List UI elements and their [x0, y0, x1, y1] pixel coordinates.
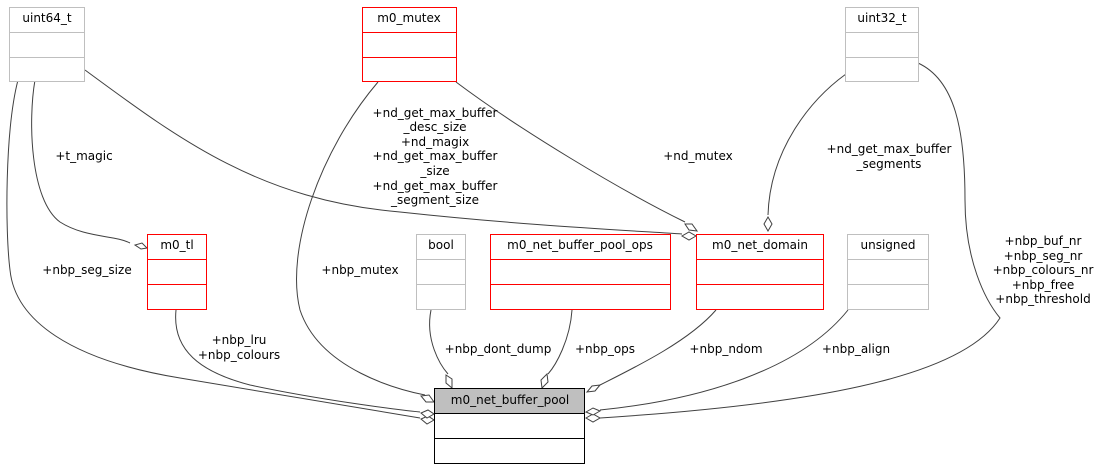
node-m0-mutex-title: m0_mutex [377, 11, 441, 25]
node-uint64-t: uint64_t [9, 7, 85, 82]
diamond-nbp-ndom [585, 384, 602, 393]
label-nbp-ndom: +nbp_ndom [689, 342, 762, 356]
label-nd-segments-1: +nd_get_max_buffer [827, 142, 952, 156]
label-nbp-threshold: +nbp_threshold [995, 292, 1090, 306]
label-nd-max-desc-1: +nd_get_max_buffer [373, 106, 498, 120]
node-m0-net-domain-title: m0_net_domain [712, 238, 808, 252]
label-nbp-mutex: +nbp_mutex [321, 263, 398, 277]
label-nd-max-size-1: +nd_get_max_buffer [373, 149, 498, 163]
label-nd-max-segsize-1: +nd_get_max_buffer [373, 179, 498, 193]
edge-nbp-ndom [599, 309, 717, 386]
label-nbp-seg-size: +nbp_seg_size [42, 263, 131, 277]
edge-uint32-fields [599, 62, 1001, 419]
node-m0-tl: m0_tl [147, 234, 207, 310]
edge-domain-from-uint64 [84, 69, 683, 235]
node-m0-net-buffer-pool-ops-title: m0_net_buffer_pool_ops [507, 238, 653, 252]
diamond-nbp-dont-dump [445, 374, 453, 390]
edge-nbp-ops [547, 309, 573, 375]
node-m0-mutex: m0_mutex [362, 7, 457, 82]
edge-t-magic [31, 79, 131, 244]
label-nbp-ops: +nbp_ops [575, 342, 635, 356]
node-m0-tl-title: m0_tl [160, 238, 193, 252]
edge-nbp-seg-size [6, 79, 421, 419]
node-m0-net-buffer-pool: m0_net_buffer_pool [434, 388, 585, 464]
node-m0-net-buffer-pool-title: m0_net_buffer_pool [451, 393, 569, 407]
diamond-tl-fields [420, 409, 435, 419]
node-m0-net-buffer-pool-ops: m0_net_buffer_pool_ops [490, 234, 671, 310]
label-nbp-seg-nr: +nbp_seg_nr [1004, 249, 1083, 263]
label-nbp-dont-dump: +nbp_dont_dump [445, 342, 552, 356]
label-nbp-colours-nr: +nbp_colours_nr [993, 263, 1094, 277]
diamond-nbp-seg-size [420, 415, 435, 425]
label-nbp-lru: +nbp_lru [212, 333, 267, 347]
diamond-uint32-fields [584, 413, 602, 423]
label-nbp-free: +nbp_free [1012, 278, 1075, 292]
node-uint64-t-title: uint64_t [22, 11, 72, 25]
label-nd-max-segsize-2: _segment_size [390, 193, 479, 207]
diamond-nbp-align [584, 407, 602, 416]
node-uint32-t-title: uint32_t [857, 11, 907, 25]
edge-nd-mutex [455, 81, 686, 223]
node-m0-net-domain: m0_net_domain [696, 234, 824, 310]
edge-nbp-align [599, 309, 849, 411]
label-nbp-align: +nbp_align [822, 342, 890, 356]
label-nbp-colours: +nbp_colours [198, 348, 280, 362]
label-nbp-buf-nr: +nbp_buf_nr [1005, 234, 1082, 248]
label-t-magic: +t_magic [55, 149, 112, 163]
label-nd-segments-2: _segments [856, 157, 922, 171]
node-uint32-t: uint32_t [845, 7, 919, 82]
node-unsigned-title: unsigned [860, 238, 915, 252]
node-bool: bool [416, 234, 466, 310]
label-nd-max-desc-2: _desc_size [402, 120, 466, 134]
edge-nbp-mutex [296, 81, 426, 396]
edge-nd-segments [767, 73, 847, 216]
diamond-nd-mutex [684, 223, 699, 232]
label-nd-max-size-2: _size [419, 164, 449, 178]
label-nd-magix: +nd_magix [401, 135, 469, 149]
diamond-nbp-mutex [420, 394, 435, 403]
label-nd-mutex: +nd_mutex [663, 149, 733, 163]
diamond-domain-from-uint64 [680, 231, 698, 241]
diamond-nbp-ops [540, 372, 549, 390]
diamond-t-magic [133, 242, 149, 250]
node-unsigned: unsigned [847, 234, 929, 310]
edge-nbp-dont-dump [429, 309, 449, 375]
node-bool-title: bool [428, 238, 454, 252]
diamond-nd-segments [763, 215, 773, 233]
edge-tl-fields [175, 309, 421, 413]
